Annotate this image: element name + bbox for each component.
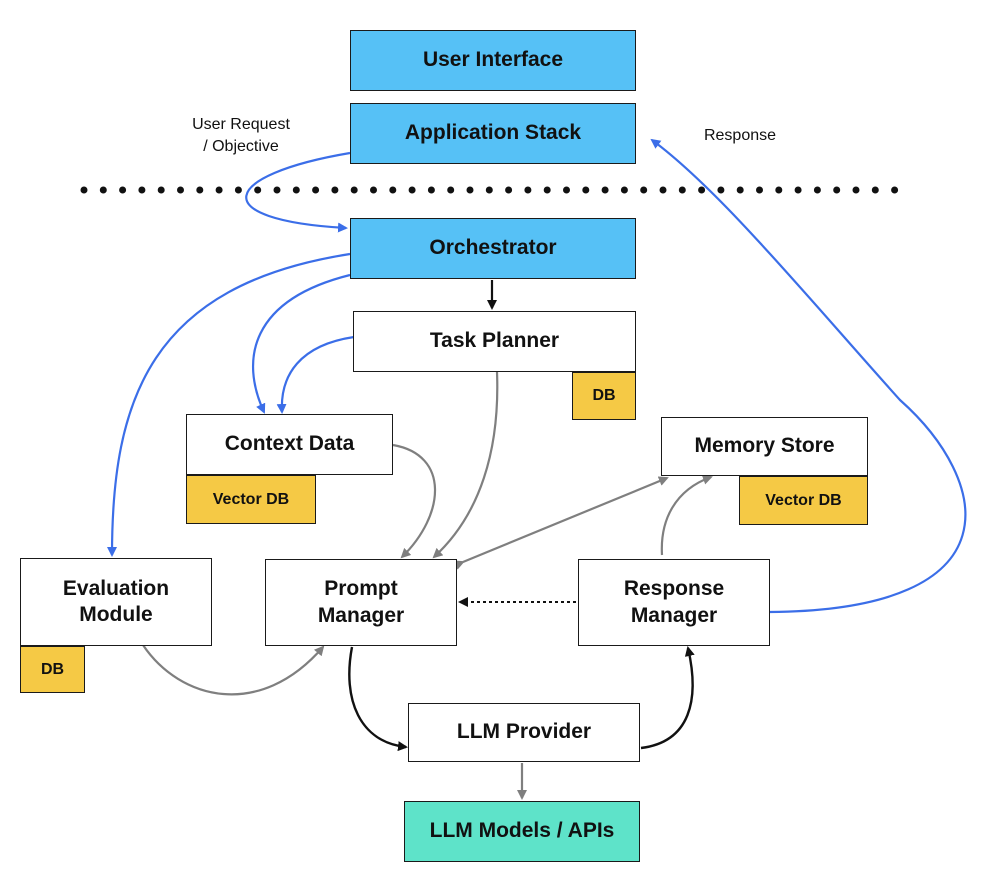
evaluation-module-db: DB xyxy=(20,646,85,693)
memory-store-box: Memory Store xyxy=(661,417,868,476)
arrow-evaluation-to-prompt xyxy=(142,644,325,696)
evaluation-module-box: Evaluation Module xyxy=(20,558,212,646)
context-data-db: Vector DB xyxy=(186,475,316,524)
arrow-response-to-memory xyxy=(660,475,713,556)
arrow-orchestrator-to-evaluation xyxy=(107,252,351,557)
user-request-label: User Request / Objective xyxy=(192,116,290,155)
response-label: Response xyxy=(703,127,777,144)
response-manager-box: Response Manager xyxy=(578,559,770,646)
llm-models-apis-box: LLM Models / APIs xyxy=(404,801,640,862)
arrow-context-to-prompt xyxy=(392,443,437,559)
arrow-orchestrator-to-context xyxy=(252,273,351,414)
arrow-memory-prompt-bidirectional xyxy=(453,476,669,570)
user-interface-box: User Interface xyxy=(350,30,636,91)
arrow-prompt-to-llm xyxy=(348,646,408,752)
arrow-taskplanner-to-prompt xyxy=(432,371,499,559)
orchestrator-box: Orchestrator xyxy=(350,218,636,279)
arrow-taskplanner-to-context xyxy=(276,335,355,414)
context-data-box: Context Data xyxy=(186,414,393,475)
task-planner-box: Task Planner xyxy=(353,311,636,372)
llm-provider-box: LLM Provider xyxy=(408,703,640,762)
memory-store-db: Vector DB xyxy=(739,476,868,525)
arrow-response-to-app xyxy=(650,138,967,614)
arrow-llm-to-response xyxy=(640,646,695,750)
arrow-app-to-orchestrator xyxy=(245,151,351,233)
task-planner-db: DB xyxy=(572,372,636,420)
application-stack-box: Application Stack xyxy=(350,103,636,164)
prompt-manager-box: Prompt Manager xyxy=(265,559,457,646)
